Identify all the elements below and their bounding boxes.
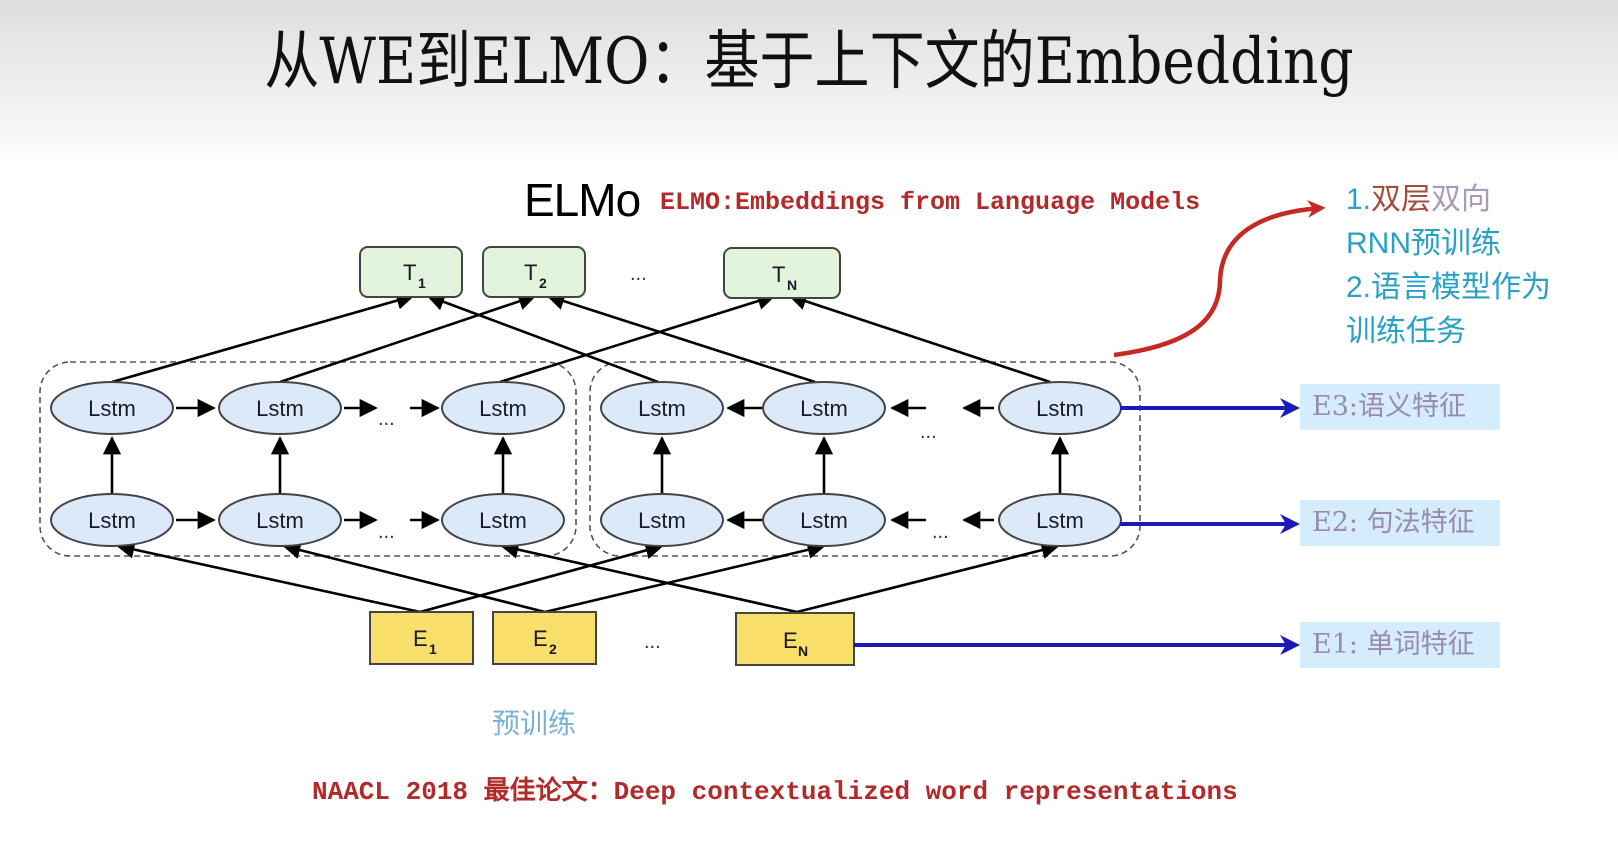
- lstm-node: Lstm: [600, 493, 724, 547]
- ellipsis: ...: [932, 521, 949, 543]
- lstm-node: Lstm: [998, 381, 1122, 435]
- slide-title: 从WE到ELMO：基于上下文的Embedding: [264, 25, 1354, 99]
- lstm-node: Lstm: [762, 381, 886, 435]
- input-en: E N: [735, 612, 855, 666]
- svg-text:2: 2: [539, 275, 547, 291]
- connection: [544, 540, 826, 614]
- lstm-node: Lstm: [762, 493, 886, 547]
- note-bidirectional: 双向: [1431, 183, 1492, 216]
- svg-text:E: E: [413, 626, 428, 651]
- feature-word: E1: 单词特征: [1300, 622, 1500, 668]
- lstm-label: Lstm: [256, 508, 304, 533]
- lstm-label: Lstm: [800, 396, 848, 421]
- bottom-connections: [116, 540, 1060, 614]
- connection: [279, 292, 537, 384]
- note-line-4: 训练任务: [1346, 315, 1466, 348]
- paper-reference: NAACL 2018 最佳论文：Deep contextualized word…: [312, 777, 1238, 807]
- lstm-label: Lstm: [88, 508, 136, 533]
- lstm-label: Lstm: [638, 396, 686, 421]
- connection: [282, 541, 546, 614]
- forward-lstm-group: [39, 361, 577, 557]
- lstm-node: Lstm: [50, 381, 174, 435]
- output-tn: T N: [723, 247, 841, 299]
- svg-text:1: 1: [418, 275, 426, 291]
- feature-semantic: E3:语义特征: [1300, 384, 1500, 430]
- ellipsis: ...: [644, 631, 661, 653]
- input-e2: E 2: [492, 611, 597, 665]
- ellipsis: ...: [920, 421, 937, 443]
- lstm-node: Lstm: [998, 493, 1122, 547]
- svg-text:E: E: [783, 628, 798, 653]
- pretrain-label: 预训练: [492, 708, 577, 739]
- lstm-label: Lstm: [1036, 396, 1084, 421]
- lstm-node: Lstm: [441, 381, 565, 435]
- lstm-node: Lstm: [600, 381, 724, 435]
- lstm-node: Lstm: [441, 493, 565, 547]
- connection: [500, 540, 798, 614]
- notes-block: 1.双层双向 RNN预训练 2.语言模型作为 训练任务: [1346, 178, 1616, 354]
- backward-lstm-group: [589, 361, 1141, 557]
- connection: [499, 292, 776, 384]
- svg-text:T: T: [524, 260, 537, 285]
- connection: [426, 293, 659, 384]
- red-curved-arrow: [1113, 199, 1326, 358]
- note-line-3: 2.语言模型作为: [1346, 271, 1552, 304]
- ellipsis: ...: [378, 521, 395, 543]
- input-e1: E 1: [369, 611, 474, 665]
- lstm-node: Lstm: [218, 381, 342, 435]
- connection: [419, 541, 664, 614]
- ellipsis: ...: [378, 408, 395, 430]
- svg-text:N: N: [798, 643, 808, 659]
- feature-syntactic: E2: 句法特征: [1300, 500, 1500, 546]
- ellipsis: ...: [630, 263, 647, 285]
- svg-text:E: E: [533, 626, 548, 651]
- connection: [546, 292, 816, 384]
- connection: [788, 292, 1051, 384]
- lstm-label: Lstm: [479, 508, 527, 533]
- lstm-label: Lstm: [88, 396, 136, 421]
- note-line-2: RNN预训练: [1346, 227, 1501, 260]
- connection: [111, 291, 415, 384]
- svg-text:N: N: [787, 277, 797, 293]
- lstm-label: Lstm: [1036, 508, 1084, 533]
- elmo-subtitle: ELMO:Embeddings from Language Models: [660, 188, 1201, 217]
- output-t1: T 1: [359, 246, 463, 298]
- svg-text:T: T: [772, 262, 785, 287]
- svg-text:2: 2: [549, 641, 557, 657]
- lstm-label: Lstm: [256, 396, 304, 421]
- title-band: [0, 0, 1618, 165]
- note-number-1: 1.: [1346, 183, 1372, 216]
- lstm-node: Lstm: [50, 493, 174, 547]
- lstm-node: Lstm: [218, 493, 342, 547]
- elmo-heading: ELMo: [524, 174, 641, 226]
- lstm-label: Lstm: [800, 508, 848, 533]
- lstm-label: Lstm: [479, 396, 527, 421]
- connection: [116, 540, 421, 614]
- note-double-layer: 双层: [1371, 183, 1432, 216]
- lstm-label: Lstm: [638, 508, 686, 533]
- top-connections: [111, 291, 1051, 384]
- output-t2: T 2: [482, 246, 586, 298]
- svg-text:T: T: [403, 260, 416, 285]
- note-line-1: 1.双层双向: [1346, 178, 1616, 222]
- connection: [796, 541, 1060, 614]
- svg-text:1: 1: [429, 641, 437, 657]
